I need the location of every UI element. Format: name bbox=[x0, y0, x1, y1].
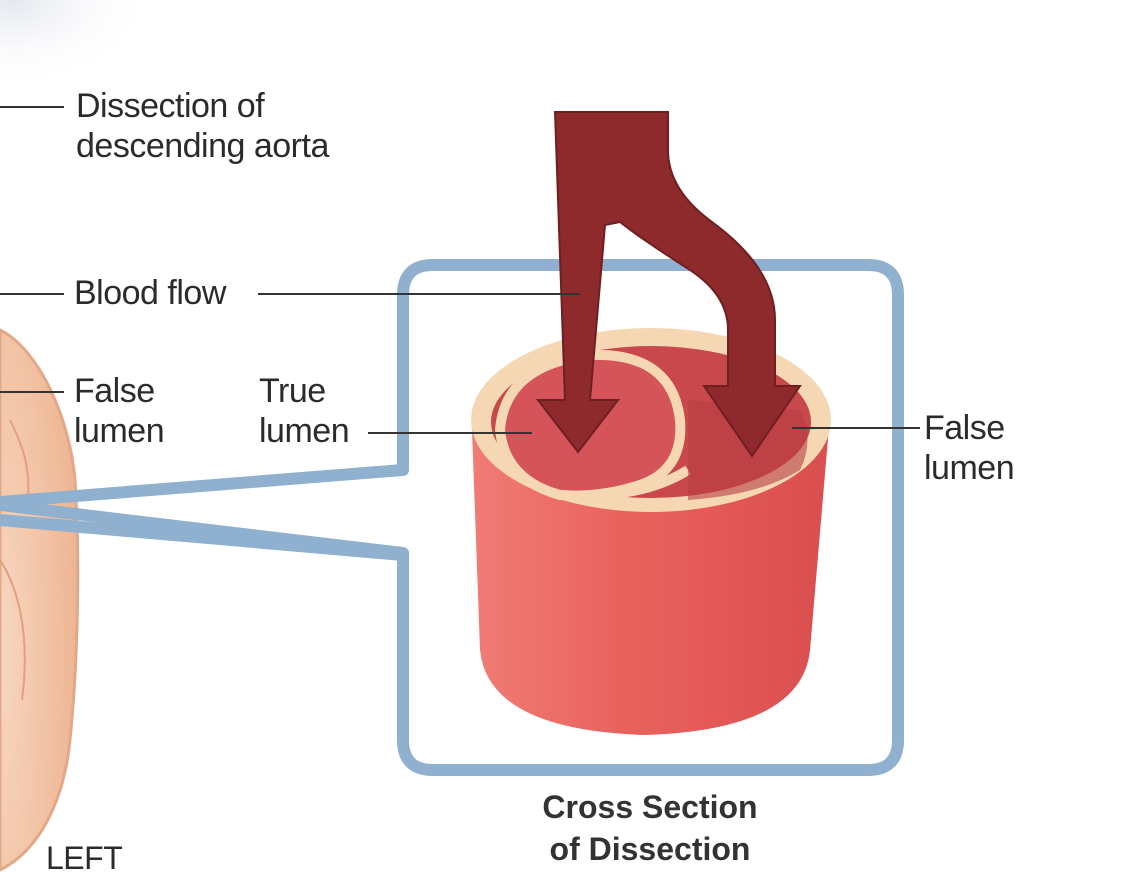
inset-frame-lower-edge bbox=[0, 514, 404, 561]
heart-vessel-line bbox=[9, 419, 30, 501]
label-line: lumen bbox=[74, 412, 165, 450]
background-haze bbox=[0, 0, 140, 90]
label-line: True bbox=[259, 372, 326, 410]
label-left-orientation: LEFT bbox=[46, 840, 123, 876]
heart-vessel-line bbox=[0, 559, 26, 701]
label-line: False bbox=[74, 372, 155, 410]
inset-caption: Cross Section of Dissection bbox=[490, 786, 810, 870]
label-line: descending aorta bbox=[76, 127, 329, 165]
label-line: lumen bbox=[259, 412, 350, 450]
inset-frame bbox=[0, 259, 904, 776]
label-line: False bbox=[924, 409, 1005, 447]
label-true-lumen: True lumen bbox=[259, 371, 350, 451]
blood-flow-arrow bbox=[535, 111, 802, 458]
label-line: lumen bbox=[924, 449, 1015, 487]
label-dissection-descending-aorta: Dissection of descending aorta bbox=[76, 86, 329, 166]
label-false-lumen-right: False lumen bbox=[924, 408, 1015, 488]
label-line: Dissection of bbox=[76, 87, 265, 125]
caption-line: Cross Section bbox=[542, 789, 758, 825]
caption-line: of Dissection bbox=[549, 831, 751, 867]
label-false-lumen-left: False lumen bbox=[74, 371, 165, 451]
heart-illustration bbox=[0, 328, 80, 872]
intimal-flap bbox=[559, 465, 691, 501]
label-blood-flow: Blood flow bbox=[74, 274, 226, 312]
